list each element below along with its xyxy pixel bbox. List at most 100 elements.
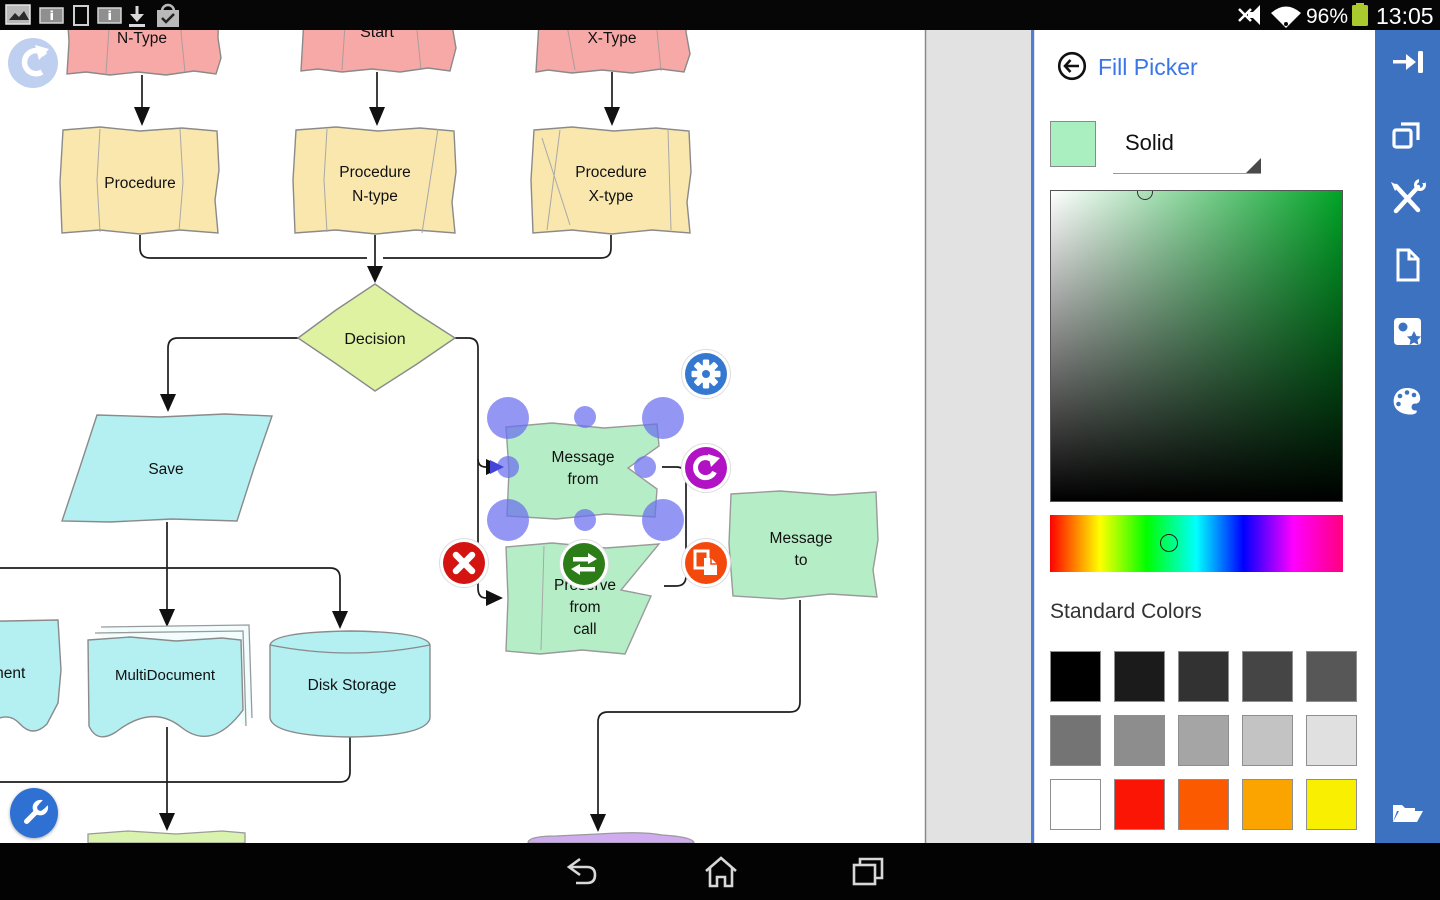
diagram-svg: N-Type Start X-Type Procedure Procedure …	[0, 30, 1035, 843]
color-swatch[interactable]	[1242, 651, 1293, 702]
tools-fab-button[interactable]	[10, 788, 58, 838]
color-swatch[interactable]	[1050, 651, 1101, 702]
duplicate-page-button[interactable]	[1392, 122, 1420, 149]
shape-label: Procedure	[339, 164, 411, 181]
shape-decision[interactable]: Decision	[296, 283, 457, 392]
color-swatch[interactable]	[1114, 651, 1165, 702]
shape-label: Save	[148, 461, 183, 478]
nav-recents-button[interactable]	[846, 853, 890, 893]
shape-label: from	[570, 599, 601, 616]
resize-handle[interactable]	[642, 499, 684, 541]
shape-start[interactable]: Start	[300, 30, 457, 73]
shape-n-type[interactable]: N-Type	[66, 30, 222, 76]
current-fill-swatch[interactable]	[1050, 121, 1096, 167]
shape-multidocument[interactable]: MultiDocument	[87, 624, 253, 738]
duplicate-button[interactable]	[681, 538, 731, 588]
shape-procedure-n-type[interactable]: Procedure N-type	[292, 126, 457, 235]
shape-label: Disk Storage	[308, 677, 397, 694]
back-button[interactable]	[1057, 51, 1087, 81]
shape-label: from	[568, 471, 599, 488]
selection-handles[interactable]	[487, 397, 684, 541]
close-icon	[452, 551, 476, 575]
tools-button[interactable]	[1391, 178, 1426, 214]
rotate-icon	[693, 454, 720, 481]
resize-handle[interactable]	[642, 397, 684, 439]
shape-document[interactable]: Document	[0, 619, 62, 732]
settings-button[interactable]	[681, 349, 731, 399]
color-swatch[interactable]	[1178, 779, 1229, 830]
connectors	[0, 72, 801, 816]
panel-divider[interactable]	[1031, 30, 1034, 843]
shopping-bag-check-icon	[157, 3, 179, 27]
new-page-button[interactable]	[1396, 248, 1420, 282]
rotate-button[interactable]	[681, 443, 731, 493]
shape-label: Start	[360, 30, 394, 41]
hue-slider[interactable]	[1050, 515, 1343, 572]
standard-colors-row	[1050, 715, 1380, 767]
fill-style-dropdown[interactable]: Solid	[1111, 130, 1261, 176]
star-icon	[1407, 331, 1421, 345]
color-swatch[interactable]	[1050, 779, 1101, 830]
shape-label: X-Type	[587, 30, 636, 47]
shape-procedure-x-type[interactable]: Procedure X-type	[530, 126, 692, 235]
color-swatch[interactable]	[1178, 651, 1229, 702]
color-swatch[interactable]	[1114, 715, 1165, 766]
nav-home-button[interactable]	[700, 853, 744, 893]
screenshot-icon	[5, 4, 31, 25]
shape-disk-storage[interactable]: Disk Storage	[269, 630, 431, 738]
shape-label: N-Type	[117, 30, 167, 47]
shape-purple-terminator[interactable]	[527, 832, 695, 843]
shape-x-type[interactable]: X-Type	[535, 30, 691, 74]
clipart-gallery-button[interactable]	[1394, 318, 1421, 345]
color-swatch[interactable]	[1050, 715, 1101, 766]
shape-label: Decision	[344, 331, 405, 348]
delete-button[interactable]	[439, 538, 489, 588]
color-swatch[interactable]	[1306, 779, 1357, 830]
resize-handle[interactable]	[487, 499, 529, 541]
nav-back-button[interactable]	[558, 853, 602, 893]
resize-handle[interactable]	[574, 406, 596, 428]
shape-label: Message	[552, 449, 615, 466]
swap-connection-button[interactable]	[559, 539, 609, 589]
connector-handle[interactable]	[634, 456, 656, 478]
shape-green-process[interactable]	[87, 830, 246, 843]
fill-picker-panel: Fill Picker Solid Standard Colors	[1035, 30, 1375, 843]
swap-arrows-icon	[571, 553, 597, 575]
color-swatch[interactable]	[1242, 715, 1293, 766]
drawing-canvas[interactable]: N-Type Start X-Type Procedure Procedure …	[0, 30, 1035, 843]
wrench-icon	[1393, 183, 1421, 213]
resize-handle[interactable]	[497, 456, 519, 478]
color-swatch[interactable]	[1306, 651, 1357, 702]
android-nav-bar	[0, 843, 1440, 900]
undo-button[interactable]	[8, 38, 58, 88]
shape-message-to[interactable]: Message to	[728, 490, 879, 600]
color-swatch[interactable]	[1242, 779, 1293, 830]
battery-percent: 96%	[1306, 5, 1348, 28]
shape-label: to	[795, 552, 808, 569]
standard-colors-row	[1050, 651, 1380, 703]
shape-procedure[interactable]: Procedure	[59, 126, 220, 235]
clock: 13:05	[1376, 3, 1434, 29]
resize-handle[interactable]	[487, 397, 529, 439]
side-toolbar	[1375, 30, 1440, 843]
battery-info-icon	[97, 7, 122, 24]
back-icon	[566, 857, 597, 885]
hide-panel-button[interactable]	[1393, 51, 1423, 73]
shape-save[interactable]: Save	[61, 413, 273, 523]
status-bar: 96% 13:05	[0, 0, 1440, 30]
shape-label: call	[573, 621, 596, 638]
resize-handle[interactable]	[574, 509, 596, 531]
color-swatch[interactable]	[1178, 715, 1229, 766]
home-icon	[705, 856, 737, 888]
shape-label: X-type	[589, 188, 634, 205]
saturation-value-picker[interactable]	[1050, 190, 1343, 502]
open-file-button[interactable]	[1393, 805, 1423, 822]
color-swatch[interactable]	[1306, 715, 1357, 766]
hue-slider-indicator[interactable]	[1160, 534, 1178, 552]
palette-button[interactable]	[1393, 388, 1421, 415]
color-swatch[interactable]	[1114, 779, 1165, 830]
recent-apps-icon	[852, 857, 884, 886]
copy-icon	[693, 549, 717, 575]
download-icon	[129, 6, 145, 27]
sv-picker-indicator[interactable]	[1137, 191, 1153, 200]
